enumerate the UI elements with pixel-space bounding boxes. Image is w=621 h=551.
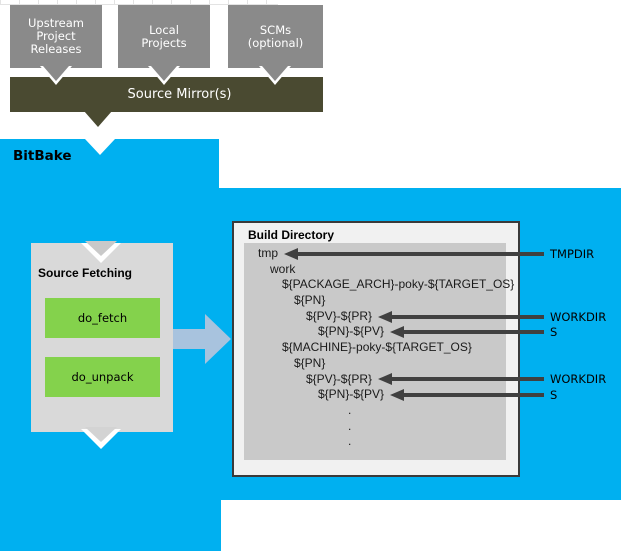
tree-line: . (244, 403, 506, 419)
connector-upstream-arrow-icon (43, 66, 69, 81)
connector-local-arrow-icon (151, 66, 177, 81)
connector-mirror-arrow-icon (84, 111, 112, 127)
source-fetching-title: Source Fetching (38, 266, 133, 280)
tree-line: ${PACKAGE_ARCH}-poky-${TARGET_OS} (244, 277, 514, 293)
tree-line-text: . (348, 434, 352, 449)
flow-arrow-right-icon (173, 314, 231, 364)
tree-line: . (244, 434, 506, 450)
grid-ruler (0, 0, 278, 5)
local-line-2: Projects (141, 35, 187, 50)
tree-line-text: ${PN}-${PV} (318, 387, 385, 402)
pointer-label-workdir: WORKDIR (550, 310, 607, 324)
pointer-label-tmpdir: TMPDIR (550, 247, 595, 261)
local-projects-box: Local Projects (118, 5, 210, 68)
scms-line-2: (optional) (247, 35, 304, 50)
pointer-label-s: S (550, 325, 558, 339)
tree-line: ${PN} (244, 293, 506, 309)
build-directory-title: Build Directory (248, 228, 335, 242)
scms-line-1: SCMs (259, 22, 292, 37)
tree-line-text: . (348, 418, 352, 433)
tree-line-text: ${PN} (294, 355, 326, 370)
tree-line-text: work (270, 261, 296, 276)
upstream-line-1: Upstream (27, 16, 85, 30)
source-fetching-out-arrow-icon (85, 427, 117, 442)
tree-line-text: ${PV}-${PR} (306, 308, 373, 323)
tree-line-text: ${PACKAGE_ARCH}-poky-${TARGET_OS} (282, 277, 515, 292)
tree-line-text: ${MACHINE}-poky-${TARGET_OS} (282, 340, 472, 355)
tree-line-text: ${PN}-${PV} (318, 324, 385, 339)
tree-line: ${MACHINE}-poky-${TARGET_OS} (244, 340, 506, 356)
do-unpack-task-box: do_unpack (45, 357, 160, 397)
pointer-label-s: S (550, 388, 558, 402)
tree-line: ${PV}-${PR} (244, 372, 506, 388)
source-fetching-in-arrow-icon (85, 241, 117, 256)
tree-line: . (244, 419, 506, 435)
do-fetch-task-box: do_fetch (45, 298, 160, 338)
tree-line: work (244, 262, 506, 278)
tree-line: ${PN} (244, 356, 506, 372)
tree-line: ${PN}-${PV} (244, 387, 506, 403)
tree-line-text: tmp (258, 246, 279, 260)
pointer-label-workdir: WORKDIR (550, 372, 607, 386)
source-mirror-label: Source Mirror(s) (127, 87, 232, 102)
upstream-line-3: Releases (30, 42, 82, 56)
connector-scms-arrow-icon (262, 66, 288, 81)
tree-line: ${PV}-${PR} (244, 309, 506, 325)
tree-line: ${PN}-${PV} (244, 324, 506, 340)
scms-box: SCMs (optional) (228, 5, 323, 68)
upstream-line-2: Project (36, 29, 76, 43)
local-line-1: Local (149, 22, 179, 37)
tree-line: tmp (244, 246, 506, 262)
upstream-project-releases-box: Upstream Project Releases (10, 5, 102, 68)
bitbake-label: BitBake (13, 148, 72, 164)
tree-line-text: ${PN} (294, 293, 326, 308)
tree-line-text: ${PV}-${PR} (306, 371, 373, 386)
tree-line-text: . (348, 402, 352, 417)
